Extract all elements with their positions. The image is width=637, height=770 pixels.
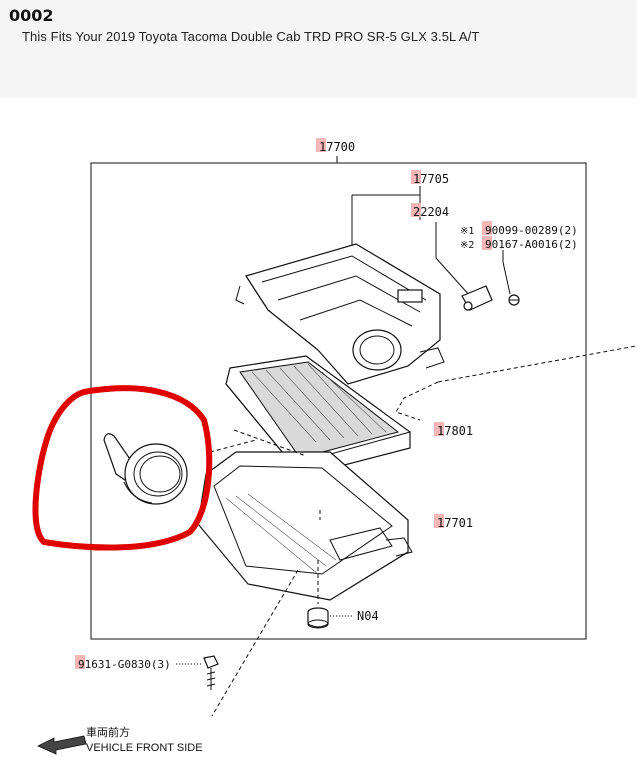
bolt	[203, 655, 219, 690]
callout-17801: 17801	[437, 424, 473, 438]
callout-highlight	[411, 203, 421, 217]
front-label-english: VEHICLE FRONT SIDE	[86, 742, 203, 754]
air-cleaner-case	[197, 451, 413, 601]
callout-highlight	[75, 655, 85, 669]
callout-17701: 17701	[437, 516, 473, 530]
part-number: 0002	[9, 6, 54, 25]
callout-22204: 22204	[413, 205, 449, 219]
callout-screw-1: 90099-00289(2)	[485, 224, 578, 237]
note-mark-2: ※2	[460, 240, 474, 251]
sensor	[461, 285, 493, 311]
callout-17705: 17705	[413, 172, 449, 186]
callout-highlight	[434, 514, 444, 528]
markup-circle	[32, 385, 213, 551]
grommet	[307, 607, 329, 629]
callout-highlight	[482, 236, 492, 250]
screw	[508, 294, 520, 306]
front-direction-arrow-icon	[37, 735, 87, 755]
callout-n04: N04	[357, 609, 379, 623]
callout-highlight	[316, 138, 326, 152]
fitment-text: This Fits Your 2019 Toyota Tacoma Double…	[22, 29, 480, 44]
air-cleaner-cap	[235, 243, 445, 385]
callout-highlight	[434, 422, 444, 436]
callout-highlight	[482, 221, 492, 235]
callout-bolt: 91631-G0830(3)	[78, 658, 171, 671]
intake-duct	[103, 433, 188, 505]
assembly-frame	[90, 162, 587, 640]
page-header: 0002 This Fits Your 2019 Toyota Tacoma D…	[0, 0, 637, 98]
callout-highlight	[411, 170, 421, 184]
callout-17700: 17700	[319, 140, 355, 154]
note-mark-1: ※1	[460, 226, 474, 237]
callout-screw-2: 90167-A0016(2)	[485, 238, 578, 251]
front-label-japanese: 車両前方	[86, 725, 130, 739]
